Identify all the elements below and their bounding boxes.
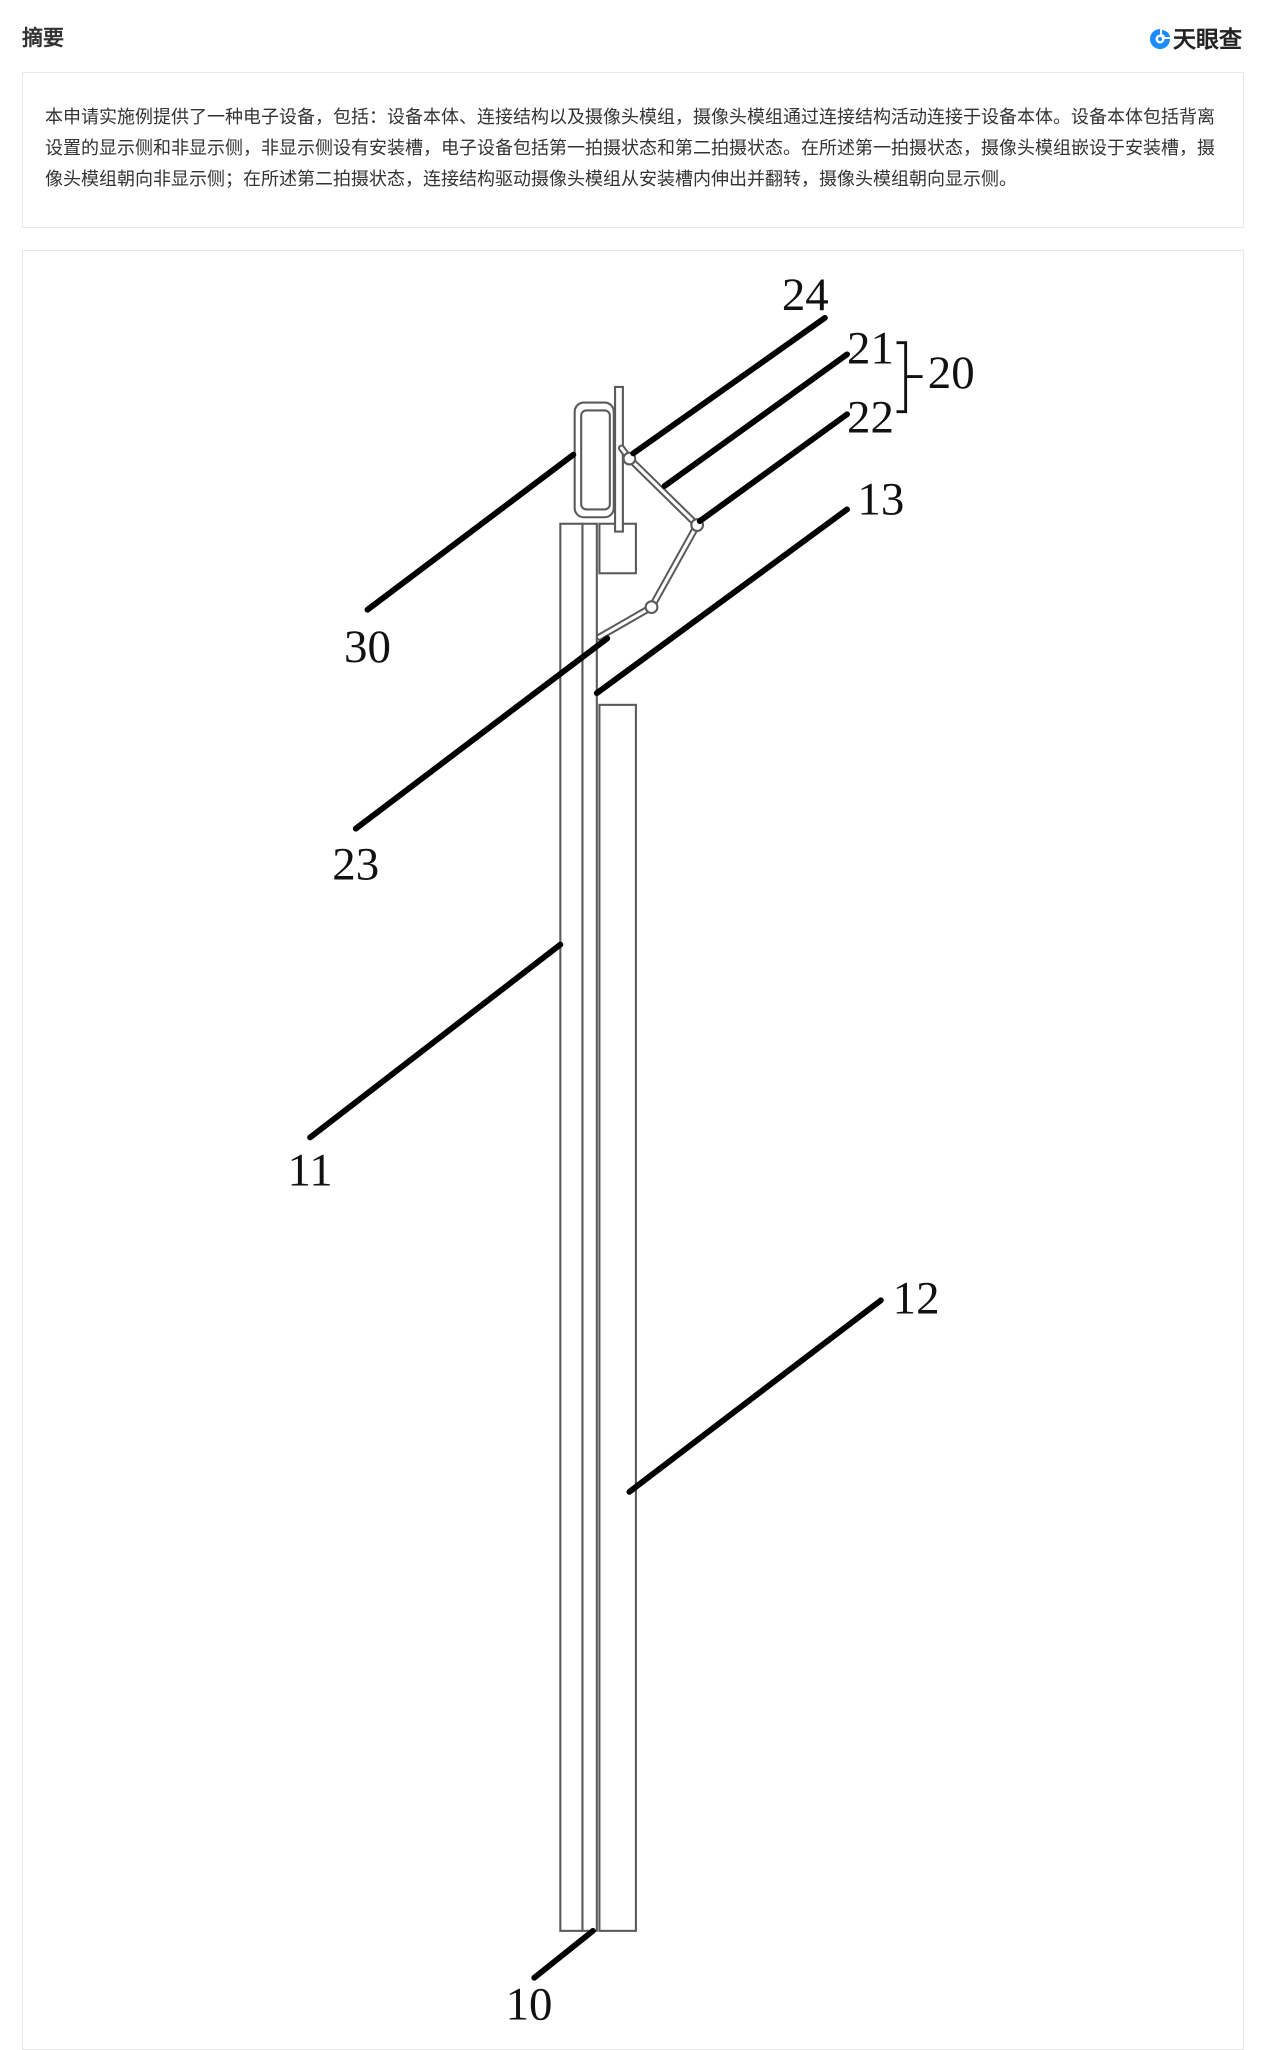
label-22: 22	[847, 392, 894, 444]
leader-line-13	[593, 506, 850, 697]
hinge-joint-lower	[644, 600, 659, 615]
tianyancha-swirl-icon	[1150, 29, 1170, 49]
label-10: 10	[506, 1978, 553, 2030]
leader-line-30	[364, 451, 577, 613]
logo-text: 天眼查	[1173, 26, 1242, 52]
camera-module-inner	[580, 409, 611, 511]
abstract-panel: 本申请实施例提供了一种电子设备，包括：设备本体、连接结构以及摄像头模组，摄像头模…	[22, 72, 1244, 228]
leader-line-24	[630, 314, 828, 457]
device-body-strip	[581, 522, 598, 1932]
label-23: 23	[332, 838, 379, 890]
leader-line-21	[661, 351, 850, 489]
leader-line-11	[307, 941, 564, 1141]
group-bracket-20	[896, 341, 923, 414]
display-side-panel	[559, 522, 584, 1932]
label-20: 20	[928, 347, 975, 399]
abstract-text: 本申请实施例提供了一种电子设备，包括：设备本体、连接结构以及摄像头模组，摄像头模…	[45, 107, 1215, 189]
label-24: 24	[782, 269, 829, 321]
label-13: 13	[857, 474, 904, 526]
non-display-side-panel	[598, 703, 637, 1932]
label-30: 30	[344, 621, 391, 673]
brand-logo[interactable]: 天眼查	[1149, 24, 1242, 54]
label-21: 21	[847, 323, 894, 375]
label-11: 11	[288, 1145, 333, 1197]
patent-drawing: 24 21 20 22 13 30 23 11 12 10	[288, 269, 975, 2030]
label-12: 12	[893, 1272, 940, 1324]
leader-line-10	[531, 1927, 596, 1981]
page-title: 摘要	[22, 27, 64, 50]
patent-figure-panel: 24 21 20 22 13 30 23 11 12 10	[22, 250, 1244, 2050]
camera-mount-plate	[614, 385, 624, 533]
leader-line-23	[352, 635, 611, 832]
leader-line-12	[626, 1297, 884, 1495]
leader-line-22	[696, 411, 850, 525]
